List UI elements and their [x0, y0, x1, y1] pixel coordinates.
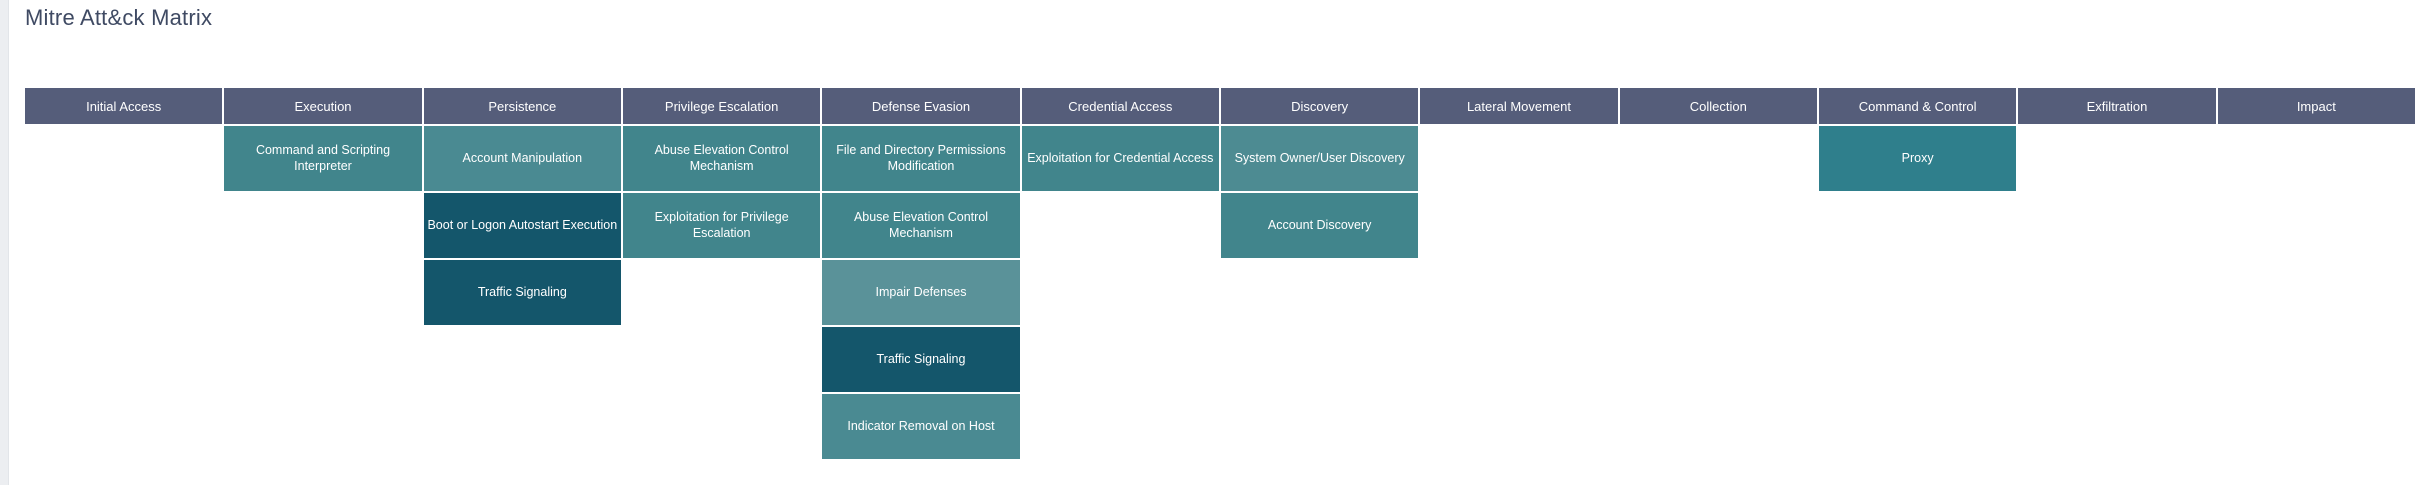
matrix-column-initial-access: Initial Access: [25, 88, 223, 124]
column-header-defense-evasion[interactable]: Defense Evasion: [822, 88, 1020, 124]
technique-label: File and Directory Permissions Modificat…: [836, 142, 1006, 173]
column-header-command-and-control[interactable]: Command & Control: [1818, 88, 2017, 124]
technique-cell-file-and-directory-permissions-modification[interactable]: File and Directory Permissions Modificat…: [822, 126, 1020, 191]
technique-label: Proxy: [1901, 150, 1934, 165]
technique-cell-boot-or-logon-autostart-execution[interactable]: Boot or Logon Autostart Execution: [423, 193, 621, 258]
column-header-impact[interactable]: Impact: [2217, 88, 2415, 124]
technique-cell-proxy[interactable]: Proxy: [1818, 126, 2017, 191]
matrix-column-exfiltration: Exfiltration: [2018, 88, 2216, 124]
technique-label: Traffic Signaling: [477, 284, 567, 299]
technique-label: Traffic Signaling: [876, 351, 966, 366]
column-header-collection[interactable]: Collection: [1619, 88, 1817, 124]
technique-label: Exploitation for Privilege Escalation: [654, 209, 789, 240]
page-title: Mitre Att&ck Matrix: [25, 5, 213, 30]
technique-cell-abuse-elevation-control-mechanism[interactable]: Abuse Elevation Control Mechanism: [822, 193, 1020, 258]
technique-cell-traffic-signaling[interactable]: Traffic Signaling: [423, 260, 621, 325]
technique-cell-system-owner-user-discovery[interactable]: System Owner/User Discovery: [1220, 126, 1419, 191]
technique-label: Command and Scripting Interpreter: [255, 142, 391, 173]
technique-label: Exploitation for Credential Access: [1027, 150, 1214, 165]
technique-label: Account Manipulation: [462, 150, 583, 165]
technique-label: Impair Defenses: [875, 284, 967, 299]
column-header-initial-access[interactable]: Initial Access: [25, 88, 223, 124]
technique-cell-command-and-scripting-interpreter[interactable]: Command and Scripting Interpreter: [224, 126, 422, 191]
matrix-column-collection: Collection: [1619, 88, 1817, 124]
left-edge-rail: [0, 0, 9, 485]
matrix-column-lateral-movement: Lateral Movement: [1420, 88, 1618, 124]
technique-cell-account-manipulation[interactable]: Account Manipulation: [423, 126, 621, 191]
column-header-execution[interactable]: Execution: [224, 88, 422, 124]
technique-cell-indicator-removal-on-host[interactable]: Indicator Removal on Host: [822, 394, 1020, 459]
column-header-exfiltration[interactable]: Exfiltration: [2018, 88, 2216, 124]
matrix-column-impact: Impact: [2217, 88, 2415, 124]
technique-label: Account Discovery: [1267, 217, 1372, 232]
technique-cell-impair-defenses[interactable]: Impair Defenses: [822, 260, 1020, 325]
technique-label: System Owner/User Discovery: [1234, 150, 1405, 165]
technique-label: Abuse Elevation Control Mechanism: [853, 209, 989, 240]
technique-label: Indicator Removal on Host: [847, 418, 995, 433]
technique-cell-traffic-signaling[interactable]: Traffic Signaling: [822, 327, 1020, 392]
column-header-discovery[interactable]: Discovery: [1220, 88, 1419, 124]
technique-cell-exploitation-for-privilege-escalation[interactable]: Exploitation for Privilege Escalation: [622, 193, 821, 258]
technique-label: Abuse Elevation Control Mechanism: [654, 142, 789, 173]
technique-cell-exploitation-for-credential-access[interactable]: Exploitation for Credential Access: [1021, 126, 1219, 191]
column-header-lateral-movement[interactable]: Lateral Movement: [1420, 88, 1618, 124]
column-header-persistence[interactable]: Persistence: [423, 88, 621, 124]
technique-label: Boot or Logon Autostart Execution: [427, 217, 618, 232]
technique-cell-abuse-elevation-control-mechanism[interactable]: Abuse Elevation Control Mechanism: [622, 126, 821, 191]
column-header-privilege-escalation[interactable]: Privilege Escalation: [622, 88, 821, 124]
column-header-credential-access[interactable]: Credential Access: [1021, 88, 1219, 124]
technique-cell-account-discovery[interactable]: Account Discovery: [1220, 193, 1419, 258]
